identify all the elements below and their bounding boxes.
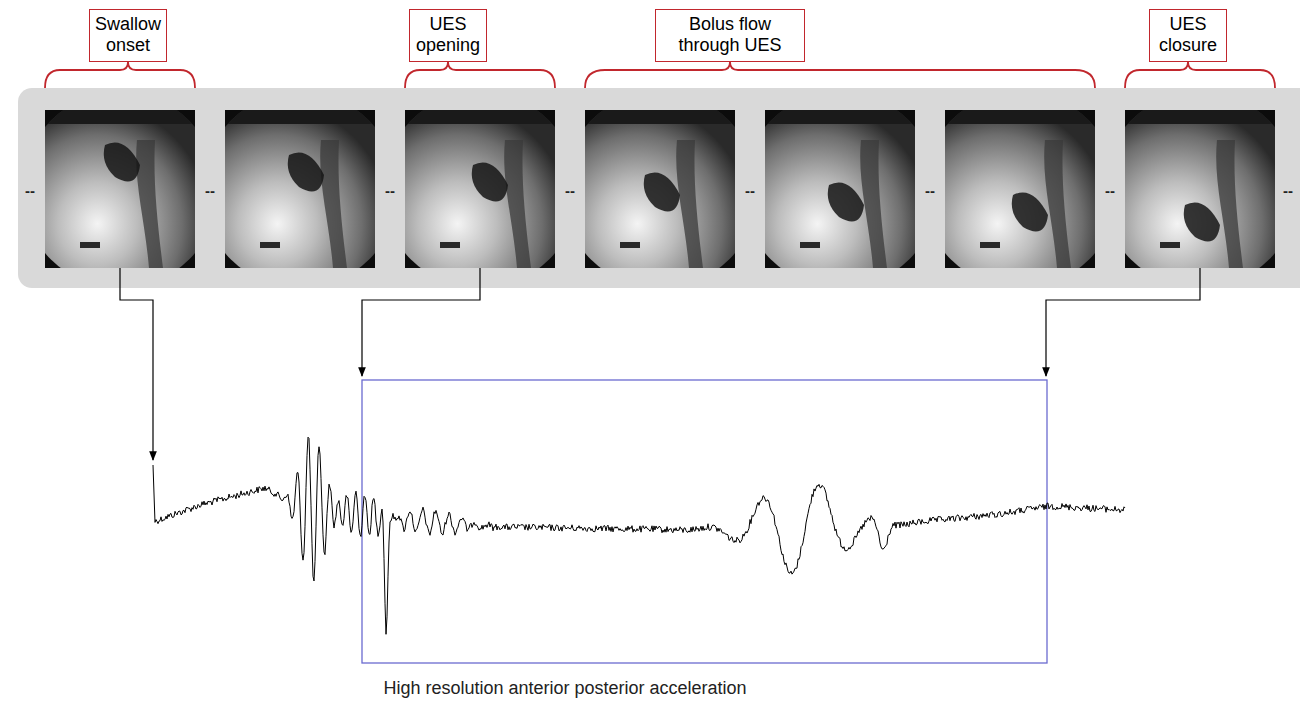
- bolus-shadow: [288, 153, 324, 192]
- bolus-shadow: [828, 183, 864, 222]
- pointer-arrow: [362, 268, 480, 376]
- xray-field: [45, 110, 195, 268]
- frame-separator: --: [565, 183, 575, 198]
- xray-field: [405, 110, 555, 268]
- stage-label: Bolus flow through UES: [670, 14, 790, 57]
- bolus-shadow: [472, 163, 508, 202]
- fluoroscopy-frame: [405, 110, 555, 268]
- frame-separator: --: [745, 183, 755, 198]
- fluoroscopy-frame: [1125, 110, 1275, 268]
- bracket: [405, 62, 555, 88]
- stage-label: UES opening: [415, 14, 481, 57]
- brackets: [45, 62, 1275, 88]
- frame-top: [225, 110, 375, 124]
- frame-field: [1125, 110, 1275, 268]
- frame-separator: --: [925, 183, 935, 198]
- pharynx-shadow: [1216, 140, 1243, 268]
- frame-field: [585, 110, 735, 268]
- frame-band: [18, 88, 1300, 288]
- figure-caption: High resolution anterior posterior accel…: [383, 678, 746, 699]
- xray-field: [945, 110, 1095, 268]
- pointer-arrow: [120, 268, 153, 460]
- bolus-shadow: [644, 173, 680, 212]
- ruler-mark: [980, 242, 1000, 248]
- bracket: [585, 62, 1095, 88]
- frame-field: [225, 110, 375, 268]
- frame-separator: --: [25, 183, 35, 198]
- fluoroscopy-frames: [45, 110, 1275, 268]
- fluoroscopy-frame: [765, 110, 915, 268]
- fluoroscopy-frame: [585, 110, 735, 268]
- frame-separator: --: [385, 183, 395, 198]
- frame-field: [765, 110, 915, 268]
- frame-separator: --: [1283, 183, 1293, 198]
- stage-label-box: UES closure: [1149, 9, 1227, 62]
- frame-ground: [45, 110, 195, 268]
- pharynx-shadow: [860, 140, 887, 268]
- ruler-mark: [260, 242, 280, 248]
- bolus-shadow: [1012, 193, 1048, 232]
- frame-ground: [765, 110, 915, 268]
- acceleration-signal: [153, 437, 1125, 634]
- pharynx-shadow: [504, 140, 531, 268]
- frame-top: [765, 110, 915, 124]
- stage-label-box: Swallow onset: [89, 9, 167, 62]
- frame-field: [45, 110, 195, 268]
- pharynx-shadow: [136, 140, 163, 268]
- ruler-mark: [80, 242, 100, 248]
- xray-field: [585, 110, 735, 268]
- fluoroscopy-frame: [45, 110, 195, 268]
- bolus-shadow: [1184, 203, 1220, 242]
- frame-separator: --: [205, 183, 215, 198]
- frame-top: [405, 110, 555, 124]
- ruler-mark: [1160, 242, 1180, 248]
- fluoroscopy-frame: [225, 110, 375, 268]
- bolus-shadow: [104, 143, 140, 182]
- xray-field: [1125, 110, 1275, 268]
- frame-field: [405, 110, 555, 268]
- frame-ground: [405, 110, 555, 268]
- pharynx-shadow: [676, 140, 703, 268]
- pointer-arrows: [120, 268, 1200, 460]
- stage-label: Swallow onset: [95, 14, 161, 57]
- xray-field: [225, 110, 375, 268]
- ruler-mark: [440, 242, 460, 248]
- stage-label-box: Bolus flow through UES: [655, 9, 805, 62]
- fluoroscopy-frame: [945, 110, 1095, 268]
- ruler-mark: [800, 242, 820, 248]
- frame-ground: [585, 110, 735, 268]
- frame-ground: [225, 110, 375, 268]
- pharynx-shadow: [320, 140, 347, 268]
- xray-field: [765, 110, 915, 268]
- frame-ground: [945, 110, 1095, 268]
- frame-separator: --: [1105, 183, 1115, 198]
- frame-top: [45, 110, 195, 124]
- frame-ground: [1125, 110, 1275, 268]
- frame-top: [585, 110, 735, 124]
- frame-top: [1125, 110, 1275, 124]
- pointer-arrow: [1046, 268, 1200, 376]
- stage-label-box: UES opening: [409, 9, 487, 62]
- bracket: [45, 62, 195, 88]
- frame-field: [945, 110, 1095, 268]
- ruler-mark: [620, 242, 640, 248]
- pharynx-shadow: [1044, 140, 1071, 268]
- frame-top: [945, 110, 1095, 124]
- bracket: [1125, 62, 1275, 88]
- stage-label: UES closure: [1155, 14, 1221, 57]
